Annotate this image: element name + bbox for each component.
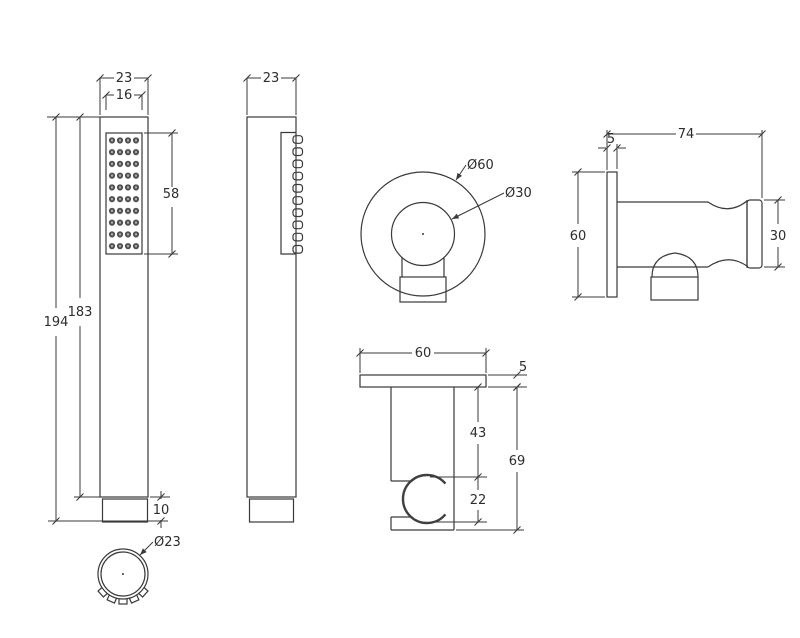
dim-label-plate-height: 60 — [570, 229, 587, 244]
dim-cradle-height: 22 — [436, 477, 487, 526]
outlet-dome — [651, 252, 699, 278]
dim-bracket-plate-thickness: 5 — [488, 360, 527, 391]
dim-total-height: 194 — [44, 113, 168, 525]
wall-plate — [606, 171, 618, 298]
outlet-thread-side — [650, 276, 699, 301]
dim-label-holder-diameter: 30 — [770, 229, 787, 244]
leader-handle-diameter: Ø23 — [139, 535, 181, 556]
spray-faceplate — [105, 132, 143, 255]
outlet-front-view: Ø60 Ø30 — [360, 158, 532, 303]
dim-handset-side-width: 23 — [243, 71, 300, 115]
dim-label-faceplate-width: 16 — [116, 88, 133, 103]
dim-holder-diameter: 30 — [764, 196, 787, 271]
outlet-side-view: 74 5 60 30 — [570, 127, 787, 301]
handle-inner-circle — [100, 551, 146, 597]
nozzle-bumps — [292, 135, 304, 254]
holder-end-cap — [746, 199, 763, 269]
dim-bracket-upper-height: 43 — [430, 383, 487, 481]
holder-waist-bottom — [707, 259, 748, 268]
cradle-ring — [401, 473, 447, 525]
dim-label-outer-diameter: Ø60 — [467, 158, 494, 173]
dim-label-handset-width: 23 — [116, 71, 133, 86]
dim-label-cradle-height: 22 — [470, 493, 487, 508]
dim-plate-height: 60 — [570, 168, 605, 301]
dim-body-height: 183 — [47, 113, 100, 501]
dim-label-handle-diameter: Ø23 — [154, 535, 181, 550]
dim-bracket-overall-height: 69 — [456, 383, 526, 534]
bracket-plate — [359, 374, 487, 388]
dim-label-inner-diameter: Ø30 — [505, 186, 532, 201]
dim-label-spray-height: 58 — [163, 187, 180, 202]
handset-side-body-outline — [246, 116, 297, 498]
dim-label-bracket-upper-height: 43 — [470, 426, 487, 441]
outlet-outer-circle — [360, 171, 486, 297]
dim-spray-height: 58 — [144, 129, 180, 258]
thread-connector — [101, 498, 149, 523]
dim-label-bracket-plate-width: 60 — [415, 346, 432, 361]
dim-label-thread-height: 10 — [153, 503, 170, 518]
center-mark — [422, 233, 424, 235]
dim-handset-width: 23 — [96, 71, 152, 115]
holder-waist-top — [707, 200, 748, 210]
thread-connector-side — [248, 498, 295, 523]
dim-plate-thickness: 5 — [598, 132, 626, 169]
dim-label-bracket-plate-thickness: 5 — [519, 360, 527, 375]
handset-front-view: 23 16 58 18 — [44, 71, 180, 528]
dim-faceplate-width: 16 — [102, 88, 146, 110]
dim-label-outlet-depth: 74 — [678, 127, 695, 142]
outlet-thread — [399, 276, 447, 303]
dim-label-bracket-overall-height: 69 — [509, 454, 526, 469]
dim-label-body-height: 183 — [68, 305, 93, 320]
faceplate-side-profile — [280, 131, 296, 255]
handset-bottom-view: Ø23 — [97, 535, 181, 605]
dim-thread-height: 10 — [150, 491, 170, 528]
leader-inner-diameter: Ø30 — [451, 186, 532, 220]
dim-bracket-plate-width: 60 — [356, 346, 490, 373]
holder-bracket-side-view: 60 5 43 22 — [356, 346, 527, 534]
center-mark-bottom — [122, 573, 124, 575]
nozzle-grid — [108, 134, 140, 252]
dim-outlet-depth: 74 — [603, 127, 766, 198]
leader-outer-diameter: Ø60 — [455, 158, 494, 181]
dim-label-total-height: 194 — [44, 315, 69, 330]
dim-label-plate-thickness: 5 — [607, 132, 615, 147]
handset-side-view: 23 — [243, 71, 304, 523]
dim-label-handset-side-width: 23 — [263, 71, 280, 86]
